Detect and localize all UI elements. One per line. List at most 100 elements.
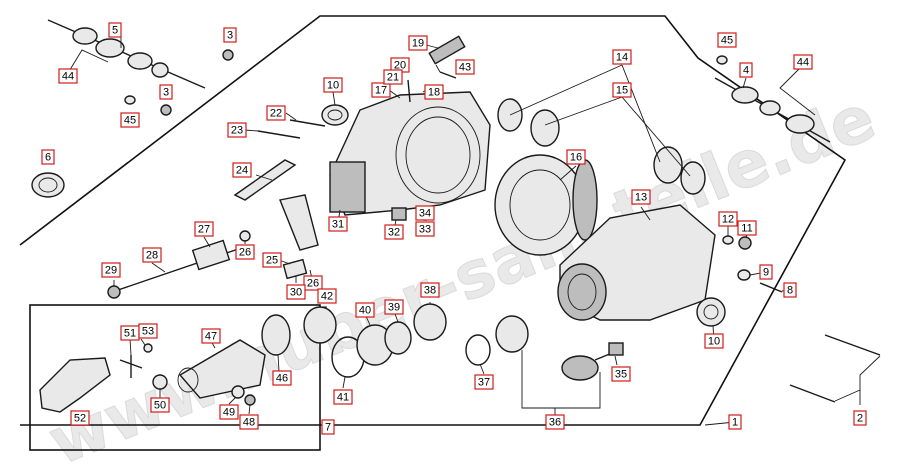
part-label-box bbox=[262, 252, 282, 268]
part-label-text: 41 bbox=[337, 392, 349, 404]
part-label-text: 14 bbox=[616, 52, 628, 64]
part-label-text: 49 bbox=[223, 407, 235, 419]
part-label-l9: 9 bbox=[759, 264, 773, 280]
seal-46 bbox=[261, 314, 291, 356]
part-label-l25: 25 bbox=[262, 252, 282, 268]
bearing-38 bbox=[413, 303, 447, 341]
bolt-8 bbox=[759, 282, 783, 293]
part-label-box bbox=[424, 84, 444, 100]
bearing-15b bbox=[680, 161, 706, 195]
pin-22 bbox=[289, 119, 326, 127]
axle-shaft-left bbox=[47, 19, 206, 89]
part-label-l41: 41 bbox=[333, 389, 353, 405]
part-label-text: 16 bbox=[570, 152, 582, 164]
part-label-l29: 29 bbox=[101, 262, 121, 278]
part-label-l44a: 44 bbox=[58, 68, 78, 84]
part-label-l45b: 45 bbox=[717, 32, 737, 48]
part-label-text: 5 bbox=[112, 25, 118, 37]
part-label-l49: 49 bbox=[219, 404, 239, 420]
part-label-l31: 31 bbox=[328, 216, 348, 232]
part-label-l22: 22 bbox=[266, 105, 286, 121]
part-label-text: 45 bbox=[721, 35, 733, 47]
part-label-text: 25 bbox=[266, 255, 278, 267]
part-label-l3a: 3 bbox=[223, 27, 237, 43]
washer-9 bbox=[737, 269, 751, 281]
part-label-box bbox=[317, 288, 337, 304]
part-label-text: 20 bbox=[394, 60, 406, 72]
part-label-l1: 1 bbox=[728, 414, 742, 430]
nut-3a bbox=[222, 49, 234, 61]
part-label-text: 10 bbox=[708, 336, 720, 348]
nut-48 bbox=[244, 394, 256, 406]
part-label-l14: 14 bbox=[612, 49, 632, 65]
part-label-text: 47 bbox=[205, 331, 217, 343]
washer-45b bbox=[716, 55, 728, 65]
pinion-36 bbox=[561, 352, 613, 381]
part-label-box bbox=[704, 333, 724, 349]
part-label-box bbox=[286, 284, 306, 300]
shift-rod-24 bbox=[233, 159, 297, 201]
washer-26a bbox=[239, 230, 251, 242]
part-label-text: 26 bbox=[239, 247, 251, 259]
part-label-box bbox=[227, 122, 247, 138]
yoke-52 bbox=[39, 357, 111, 413]
part-label-text: 40 bbox=[359, 305, 371, 317]
part-label-l40: 40 bbox=[355, 302, 375, 318]
part-label-l42: 42 bbox=[317, 288, 337, 304]
bolt-43 bbox=[439, 71, 457, 79]
part-label-box bbox=[566, 149, 586, 165]
part-label-l5: 5 bbox=[108, 22, 122, 38]
bearing-15a bbox=[653, 146, 683, 184]
part-label-l48: 48 bbox=[239, 414, 259, 430]
part-label-text: 3 bbox=[227, 30, 233, 42]
part-label-text: 10 bbox=[327, 80, 339, 92]
part-label-l18: 18 bbox=[424, 84, 444, 100]
part-label-l23: 23 bbox=[227, 122, 247, 138]
part-label-text: 15 bbox=[616, 85, 628, 97]
axle-shaft-right bbox=[714, 77, 831, 143]
part-label-text: 4 bbox=[743, 65, 749, 77]
part-label-box bbox=[383, 69, 403, 85]
part-label-text: 24 bbox=[236, 165, 248, 177]
part-label-box bbox=[223, 27, 237, 43]
output-shaft-47 bbox=[177, 339, 266, 399]
part-label-box bbox=[108, 22, 122, 38]
part-label-text: 12 bbox=[722, 214, 734, 226]
part-label-box bbox=[408, 35, 428, 51]
rear-housing-13 bbox=[557, 204, 716, 321]
shaft-28 bbox=[117, 244, 251, 291]
part-label-text: 45 bbox=[124, 115, 136, 127]
part-label-text: 7 bbox=[325, 422, 331, 434]
part-label-text: 44 bbox=[797, 57, 809, 69]
part-label-l50: 50 bbox=[150, 397, 170, 413]
nut-29 bbox=[107, 285, 121, 299]
part-label-box bbox=[194, 221, 214, 237]
part-label-l51: 51 bbox=[120, 325, 140, 341]
part-label-box bbox=[120, 112, 140, 128]
part-label-l15: 15 bbox=[612, 82, 632, 98]
part-label-l52: 52 bbox=[70, 410, 90, 426]
part-label-box bbox=[328, 216, 348, 232]
part-label-l17: 17 bbox=[371, 82, 391, 98]
part-label-text: 29 bbox=[105, 265, 117, 277]
bolt-2b bbox=[789, 384, 836, 403]
part-label-text: 17 bbox=[375, 85, 387, 97]
washer-50 bbox=[152, 374, 168, 390]
part-label-box bbox=[232, 162, 252, 178]
bearing-36 bbox=[495, 315, 529, 353]
part-label-text: 39 bbox=[388, 302, 400, 314]
sensor-32 bbox=[391, 207, 407, 221]
part-label-box bbox=[201, 328, 221, 344]
part-label-l3b: 3 bbox=[159, 84, 173, 100]
part-label-box bbox=[41, 149, 55, 165]
part-label-text: 18 bbox=[428, 87, 440, 99]
part-label-text: 52 bbox=[74, 413, 86, 425]
part-label-box bbox=[612, 82, 632, 98]
bolt-23 bbox=[257, 130, 301, 139]
part-label-box bbox=[58, 68, 78, 84]
part-label-box bbox=[793, 54, 813, 70]
part-label-box bbox=[371, 82, 391, 98]
part-label-box bbox=[101, 262, 121, 278]
part-label-l30: 30 bbox=[286, 284, 306, 300]
